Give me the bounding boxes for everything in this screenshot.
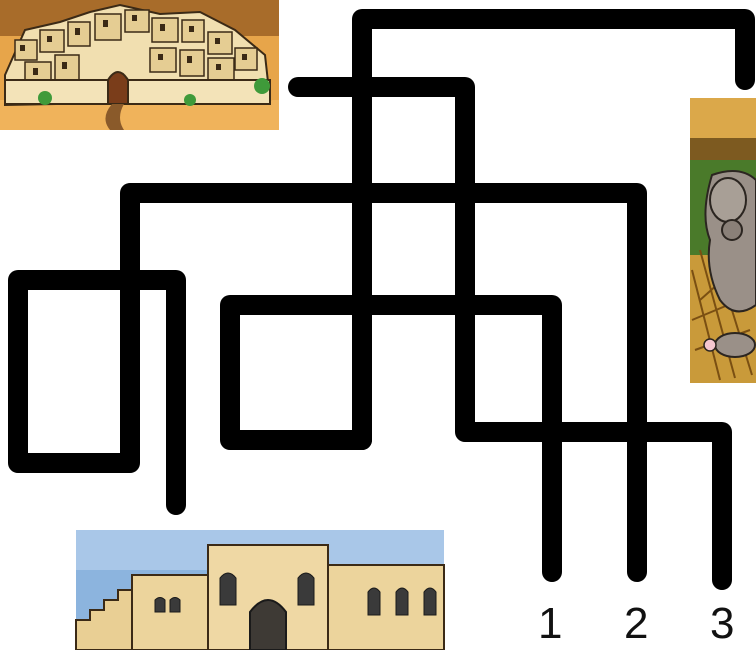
maze-path-upper <box>298 87 552 572</box>
maze-path-left-loop <box>18 272 176 505</box>
exit-label-3: 3 <box>710 599 734 648</box>
exit-label-1: 1 <box>538 599 562 648</box>
maze-path-center-loop <box>230 305 552 440</box>
stable-animal-illustration <box>690 98 756 383</box>
town-gate-illustration <box>76 530 444 650</box>
walled-city-illustration <box>0 0 279 130</box>
exit-label-2: 2 <box>624 599 648 648</box>
